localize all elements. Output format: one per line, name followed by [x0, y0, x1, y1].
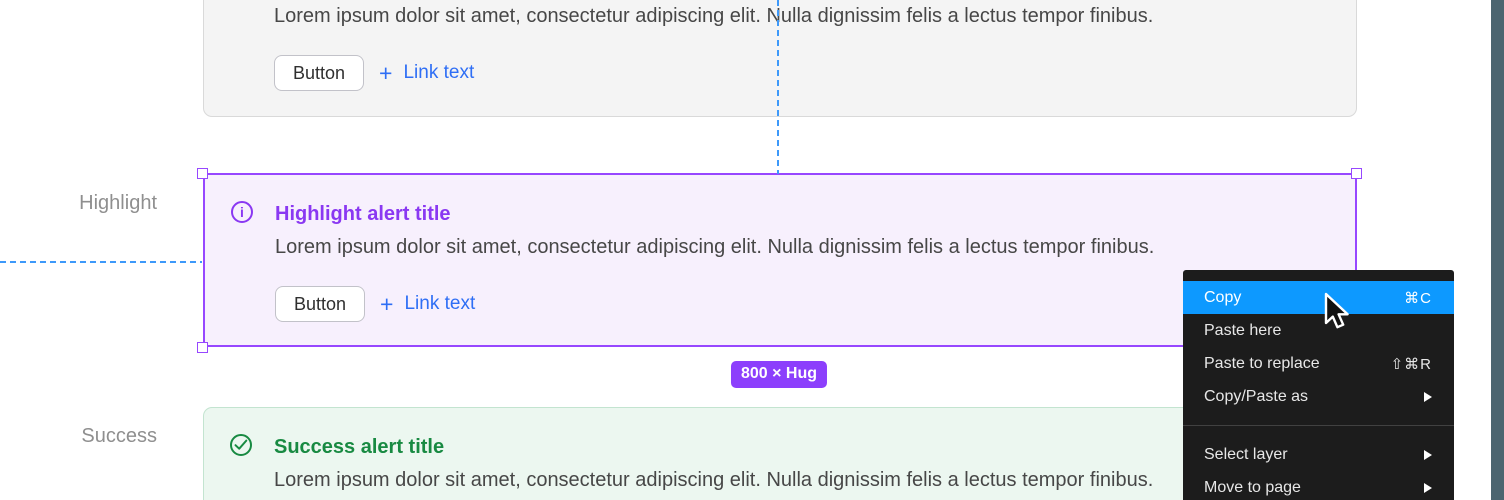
link-label: Link text [404, 293, 476, 314]
menu-item-move-to-page[interactable]: Move to page [1183, 471, 1454, 500]
info-icon: i [231, 201, 253, 223]
info-icon-glyph: i [240, 204, 244, 220]
alert-title: Success alert title [274, 436, 445, 458]
vertical-guide-line [777, 0, 779, 174]
alert-body-text: Lorem ipsum dolor sit amet, consectetur … [274, 469, 1154, 491]
menu-divider [1183, 425, 1454, 426]
selection-handle-top-right[interactable] [1351, 168, 1362, 179]
submenu-arrow-icon [1424, 391, 1432, 402]
submenu-arrow-icon [1424, 482, 1432, 493]
check-icon [230, 434, 252, 456]
alert-button[interactable]: Button [275, 286, 366, 322]
alert-actions: Button + Link text [274, 55, 474, 91]
alert-actions: Button + Link text [275, 286, 475, 322]
window-edge-strip [1491, 0, 1504, 500]
selection-handle-top-left[interactable] [197, 168, 208, 179]
menu-item-label: Move to page [1204, 478, 1301, 496]
row-label-success: Success [81, 425, 157, 447]
check-icon-glyph [234, 439, 248, 450]
menu-item-label: Paste to replace [1204, 354, 1320, 372]
plus-icon: + [380, 290, 394, 317]
menu-item-paste-to-replace[interactable]: Paste to replace ⇧⌘R [1183, 347, 1454, 380]
menu-item-label: Copy [1204, 288, 1242, 306]
alert-body-text: Lorem ipsum dolor sit amet, consectetur … [275, 236, 1155, 258]
alert-card-default[interactable]: Lorem ipsum dolor sit amet, consectetur … [203, 0, 1357, 117]
menu-item-copy[interactable]: Copy ⌘C [1183, 281, 1454, 314]
menu-item-label: Copy/Paste as [1204, 387, 1309, 405]
cursor-icon [1324, 292, 1349, 329]
horizontal-guide-line [0, 261, 202, 263]
row-label-highlight: Highlight [79, 192, 157, 214]
menu-item-label: Select layer [1204, 445, 1288, 463]
alert-link[interactable]: + Link text [379, 59, 475, 86]
selection-handle-bottom-left[interactable] [197, 342, 208, 353]
alert-title: Highlight alert title [275, 203, 451, 225]
size-badge: 800 × Hug [730, 361, 828, 388]
context-menu: Copy ⌘C Paste here Paste to replace ⇧⌘R … [1183, 270, 1454, 500]
alert-link[interactable]: + Link text [380, 290, 476, 317]
alert-card-highlight[interactable]: i Highlight alert title Lorem ipsum dolo… [203, 173, 1357, 347]
menu-item-label: Paste here [1204, 321, 1282, 339]
link-label: Link text [403, 62, 475, 83]
menu-item-copy-paste-as[interactable]: Copy/Paste as [1183, 380, 1454, 413]
alert-button[interactable]: Button [274, 55, 365, 91]
menu-item-paste-here[interactable]: Paste here [1183, 314, 1454, 347]
alert-card-success[interactable]: Success alert title Lorem ipsum dolor si… [203, 407, 1357, 500]
submenu-arrow-icon [1424, 449, 1432, 460]
menu-shortcut: ⌘C [1404, 289, 1432, 307]
menu-item-select-layer[interactable]: Select layer [1183, 438, 1454, 471]
plus-icon: + [379, 59, 393, 86]
alert-body-text: Lorem ipsum dolor sit amet, consectetur … [274, 5, 1154, 27]
menu-shortcut: ⇧⌘R [1390, 355, 1432, 373]
